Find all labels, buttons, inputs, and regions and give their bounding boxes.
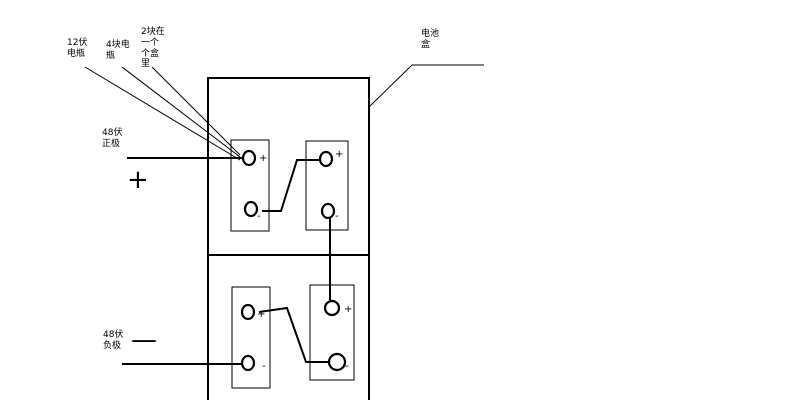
sign-tl-minus: - — [257, 211, 261, 222]
label-2perbox-line1: 2块在 — [141, 25, 165, 37]
label-48v-positive-line1: 48伏 — [102, 126, 122, 138]
label-2perbox-line4: 里 — [141, 58, 150, 69]
label-2perbox-line3: 个盒 — [141, 47, 159, 59]
label-4cells-line1: 4块电 — [106, 38, 130, 50]
battery-box-bottom — [207, 254, 370, 400]
leader-battery-box — [369, 64, 484, 107]
label-12v-line1: 12伏 — [67, 36, 87, 48]
label-48v-positive-line2: 正极 — [102, 137, 120, 149]
label-battery-box-line1: 电池 — [421, 27, 439, 39]
terminal-bl-positive — [240, 303, 256, 321]
cell-bottom-left — [231, 286, 271, 389]
terminal-br-negative — [327, 352, 347, 372]
label-12v-line2: 电瓶 — [67, 47, 85, 59]
terminal-tr-positive — [318, 150, 334, 168]
label-48v-negative-line2: 负极 — [103, 339, 121, 351]
terminal-bl-negative — [240, 354, 256, 372]
label-48v-negative-line1: 48伏 — [103, 328, 123, 340]
leader-12v — [84, 66, 241, 161]
sign-br-minus: - — [345, 361, 349, 372]
sign-tr-minus: - — [335, 211, 339, 222]
leader-4cells — [121, 66, 241, 158]
sign-bl-minus: - — [262, 361, 266, 372]
wire-bottom-series — [258, 306, 328, 363]
terminal-tr-negative — [320, 202, 336, 220]
terminal-tl-positive — [241, 149, 257, 167]
big-plus-sign: + — [127, 165, 149, 195]
big-minus-sign: — — [131, 325, 157, 355]
label-battery-box-line2: 盒 — [421, 38, 430, 50]
leader-2perbox — [151, 66, 241, 156]
label-4cells-line2: 瓶 — [106, 49, 115, 61]
sign-br-plus: + — [344, 304, 352, 315]
sign-tl-plus: + — [259, 153, 267, 164]
wire-top-series — [262, 159, 320, 212]
sign-bl-plus: + — [257, 309, 265, 320]
terminal-tl-negative — [243, 200, 259, 218]
sign-tr-plus: + — [335, 149, 343, 160]
label-2perbox-line2: 一个 — [141, 37, 159, 48]
terminal-br-positive — [323, 299, 341, 317]
